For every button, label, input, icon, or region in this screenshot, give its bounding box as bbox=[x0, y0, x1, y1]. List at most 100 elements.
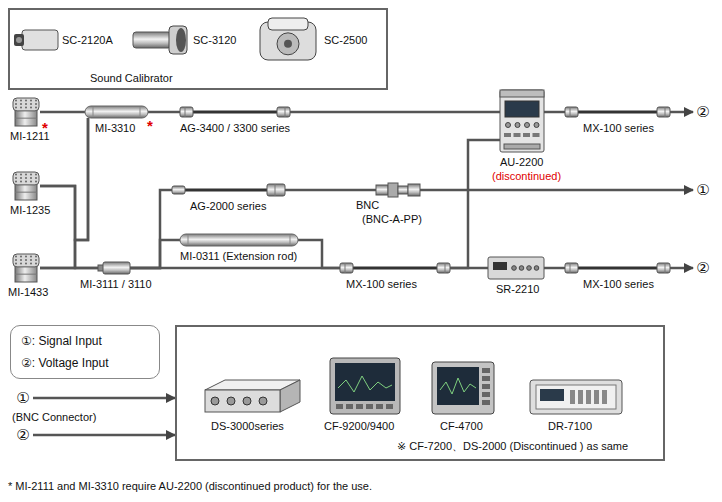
calibrator-panel: SC-2120ASC-3120SC-2500Sound Calibrator bbox=[8, 8, 388, 90]
cable-icon bbox=[340, 262, 450, 274]
instrument: CF-4700 bbox=[432, 362, 494, 414]
icon-part bbox=[35, 177, 37, 179]
icon-part bbox=[13, 172, 39, 185]
part-label: (BNC Connector) bbox=[12, 411, 96, 424]
connection-line bbox=[33, 434, 175, 437]
icon-part bbox=[35, 259, 37, 261]
part-label: SC-2120A bbox=[62, 34, 113, 47]
connection-line bbox=[420, 189, 693, 192]
extension-rod-icon bbox=[180, 234, 298, 246]
icon-part bbox=[15, 118, 37, 119]
icon-part bbox=[366, 404, 373, 409]
sound-calibrator: SC-3120 bbox=[133, 24, 187, 56]
connection-line bbox=[33, 397, 175, 400]
icon-part bbox=[140, 107, 141, 117]
output-terminal: ① bbox=[693, 181, 713, 199]
icon-part bbox=[504, 133, 511, 137]
icon-part bbox=[519, 266, 524, 271]
icon-part bbox=[565, 263, 578, 273]
icon-part bbox=[437, 367, 479, 405]
icon-part bbox=[25, 174, 27, 176]
icon-part bbox=[346, 404, 353, 409]
icon-part bbox=[665, 263, 666, 273]
icon-part bbox=[533, 133, 540, 137]
icon-part bbox=[15, 256, 17, 258]
icon-part bbox=[15, 103, 17, 105]
part-label: CF-9200/9400 bbox=[324, 420, 394, 433]
icon-part bbox=[35, 107, 37, 109]
cable-icon bbox=[172, 184, 285, 196]
icon-part bbox=[525, 123, 530, 128]
icon-part bbox=[280, 380, 300, 412]
icon-part bbox=[386, 404, 393, 409]
icon-part bbox=[530, 380, 622, 414]
connection-line bbox=[40, 267, 98, 270]
device-panel: DS-3000seriesCF-9200/9400CF-4700DR-7100※… bbox=[175, 325, 665, 461]
icon-part bbox=[340, 263, 353, 273]
icon-part bbox=[482, 400, 490, 405]
icon-part bbox=[440, 378, 476, 394]
icon-part bbox=[20, 256, 22, 258]
microphone: MI-1235 bbox=[12, 172, 40, 200]
icon-part bbox=[192, 111, 278, 114]
icon-part bbox=[227, 397, 235, 405]
icon-part bbox=[506, 123, 511, 128]
icon-part bbox=[482, 368, 490, 373]
icon-part bbox=[30, 256, 32, 258]
icon-part bbox=[657, 263, 670, 273]
icon-part bbox=[570, 107, 571, 117]
icon-part bbox=[85, 106, 148, 118]
icon-part bbox=[20, 174, 22, 176]
status-note: (discontinued) bbox=[492, 170, 561, 183]
icon-part bbox=[205, 390, 280, 412]
icon-part bbox=[376, 404, 383, 409]
panel-text: ①: Signal Input bbox=[21, 333, 102, 349]
part-label: CF-4700 bbox=[440, 420, 483, 433]
icon-part bbox=[20, 177, 22, 179]
cable-icon bbox=[565, 262, 670, 274]
preamplifier: MI-3111 / 3110 bbox=[98, 262, 130, 274]
icon-part bbox=[172, 186, 185, 194]
part-label: MI-1235 bbox=[10, 204, 50, 217]
footnote: * MI-2111 and MI-3310 require AU-2200 (d… bbox=[8, 479, 372, 493]
connection-line bbox=[290, 111, 500, 114]
icon-part bbox=[275, 184, 276, 196]
icon-part bbox=[657, 107, 670, 117]
icon-part bbox=[30, 177, 32, 179]
icon-part bbox=[20, 107, 22, 109]
icon-part bbox=[35, 103, 37, 105]
icon-part bbox=[15, 100, 17, 102]
icon-part bbox=[15, 259, 17, 261]
icon-part bbox=[602, 390, 607, 404]
icon-part bbox=[356, 404, 363, 409]
icon-part bbox=[488, 257, 544, 279]
part-label: DS-3000series bbox=[211, 420, 284, 433]
icon-part bbox=[30, 263, 32, 265]
cable: AG-2000 series bbox=[172, 184, 285, 196]
connector: BNC(BNC-A-PP) bbox=[376, 183, 420, 197]
icon-part bbox=[577, 111, 658, 114]
icon-part bbox=[540, 389, 564, 401]
icon-part bbox=[570, 390, 575, 404]
icon-part bbox=[35, 263, 37, 265]
icon-part bbox=[352, 267, 438, 270]
icon-part bbox=[15, 177, 17, 179]
icon-part bbox=[536, 385, 616, 409]
icon-part bbox=[15, 184, 37, 200]
icon-part bbox=[570, 263, 571, 273]
icon-part bbox=[35, 100, 37, 102]
icon-part bbox=[30, 103, 32, 105]
panel-text: Sound Calibrator bbox=[90, 72, 173, 85]
icon-part bbox=[180, 107, 193, 117]
icon-part bbox=[25, 259, 27, 261]
preamplifier-icon bbox=[98, 262, 130, 274]
connection-line bbox=[130, 190, 172, 268]
icon-part bbox=[515, 123, 520, 128]
connection-line bbox=[544, 111, 565, 114]
icon-part bbox=[13, 254, 39, 267]
icon-part bbox=[15, 181, 17, 183]
icon-part bbox=[534, 266, 539, 271]
part-label: SR-2210 bbox=[496, 283, 539, 296]
icon-part bbox=[13, 98, 39, 111]
input-terminal: ② bbox=[13, 426, 33, 444]
